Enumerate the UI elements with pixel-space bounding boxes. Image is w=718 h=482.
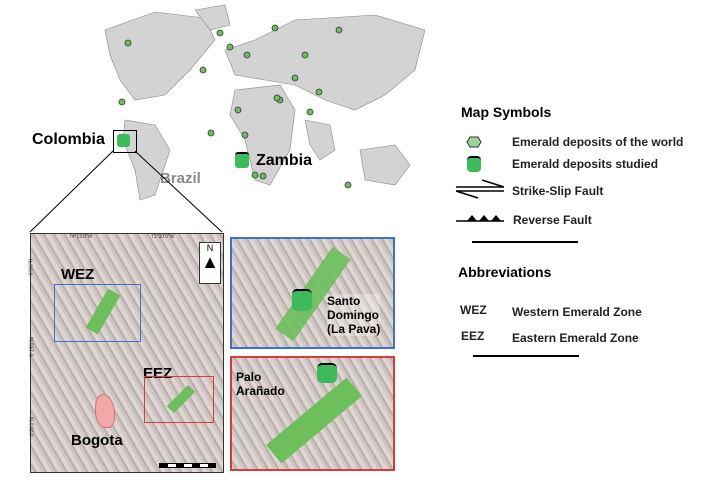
north-arrow: N▲ [199,242,221,284]
wez-detail-map: Santo Domingo (La Pava) [230,237,395,349]
abbr-code: WEZ [460,303,487,317]
bogota-area [95,394,115,428]
label-line: Palo [236,370,262,384]
world-map [104,4,426,201]
label-zambia: Zambia [256,152,313,169]
palo-aranado-label: Palo Arañado [236,370,285,398]
eez-box [144,376,214,423]
coord-top-1: 74°15'0"W [69,234,93,240]
north-label: N [206,243,214,253]
eez-label: EEZ [143,365,173,382]
abbr-meaning: Eastern Emerald Zone [512,331,639,345]
zoom-lines [29,150,223,233]
eez-detail-map: Palo Arañado [230,356,395,471]
coord-left-2: 5°15'0"N [29,337,36,357]
wez-box [54,284,141,342]
main-inset-map: 74°15'0"W 73°30'0"W 6°0'0"N 5°15'0"N 4°3… [28,233,224,473]
coord-left-3: 4°30'0"N [29,417,36,437]
pickaxe-emerald-icon [235,152,249,168]
abbr-code: EEZ [461,329,485,343]
pickaxe-emerald-icon [317,363,337,383]
coord-top-2: 73°30'0"W [151,234,175,240]
label-line: (La Pava) [327,322,381,336]
strike-slip-fault-icon [455,179,505,199]
santo-domingo-label: Santo Domingo (La Pava) [327,294,381,336]
divider [473,355,579,357]
label-line: Domingo [327,308,379,322]
scale-bar [159,463,216,468]
bogota-label: Bogota [71,432,123,449]
label-line: Santo [327,294,361,308]
reverse-fault-icon [456,215,504,222]
legend-title: Map Symbols [461,104,552,120]
pickaxe-emerald-icon [117,134,130,147]
abbreviations-title: Abbreviations [458,264,552,280]
label-colombia: Colombia [32,131,105,148]
colombia-marker-box [113,130,137,153]
legend-item-label: Reverse Fault [513,213,592,227]
legend-item-label: Emerald deposits studied [512,157,659,171]
abbr-meaning: Western Emerald Zone [512,305,642,319]
divider [472,241,578,243]
label-brazil: Brazil [160,170,201,187]
legend-item-label: Emerald deposits of the world [512,135,684,149]
legend-item-label: Strike-Slip Fault [512,184,604,198]
label-line: Arañado [236,384,285,398]
wez-label: WEZ [61,266,95,283]
pickaxe-emerald-icon [292,289,312,311]
pickaxe-emerald-icon [467,156,481,172]
hexagon-icon [466,136,482,148]
coord-left-1: 6°0'0"N [28,258,35,276]
